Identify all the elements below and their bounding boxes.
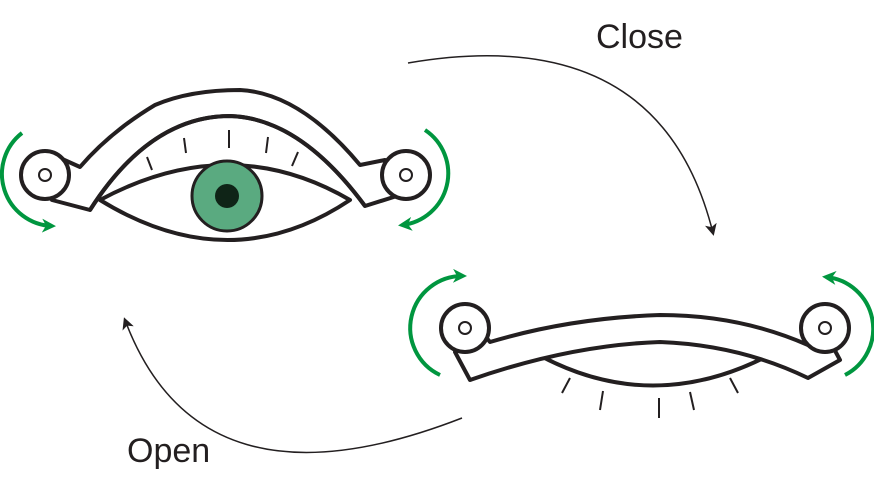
close-transition-arrow <box>407 55 717 236</box>
closed-eye-assembly <box>408 268 874 418</box>
closed-right-pivot-wheel <box>799 302 851 354</box>
closed-left-pivot-wheel <box>439 302 491 354</box>
pupil <box>215 184 239 208</box>
open-eye-assembly <box>0 88 451 242</box>
upper-lid-inner-arc <box>88 113 367 212</box>
right-pivot-wheel <box>380 149 432 201</box>
lower-eyelashes <box>561 377 739 418</box>
upper-eyelashes <box>146 130 299 171</box>
right-rotation-arrow-icon <box>398 128 451 231</box>
open-transition-arrow <box>122 317 463 454</box>
closed-lid-frame <box>453 313 842 382</box>
left-pivot-wheel <box>19 149 71 201</box>
close-label: Close <box>596 18 683 56</box>
closed-lid-curve <box>528 348 776 388</box>
left-rotation-arrow-up-icon <box>408 268 467 377</box>
left-rotation-arrow-icon <box>0 131 56 233</box>
open-label: Open <box>127 432 210 470</box>
right-rotation-arrow-up-icon <box>822 270 874 377</box>
